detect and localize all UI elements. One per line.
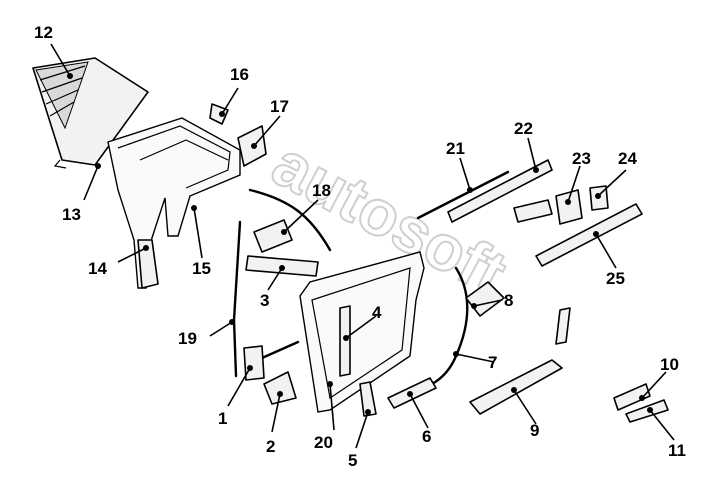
- callout-2: 2: [266, 437, 275, 456]
- callout-9: 9: [530, 421, 539, 440]
- small-trim: [359, 381, 377, 417]
- callout-18: 18: [312, 181, 331, 200]
- regulator-cable: [248, 188, 332, 252]
- outer-belt-moulding: [447, 159, 553, 223]
- callout-11: 11: [668, 441, 686, 460]
- quarter-glass: [32, 57, 149, 169]
- callout-17: 17: [270, 97, 289, 116]
- upper-hinge: [243, 345, 265, 381]
- callout-4: 4: [372, 303, 382, 322]
- callout-21: 21: [446, 139, 465, 158]
- lock-striker: [625, 399, 669, 423]
- callout-19: 19: [178, 329, 197, 348]
- callout-3: 3: [260, 291, 269, 310]
- window-frame: [107, 117, 241, 289]
- callout-10: 10: [660, 355, 679, 374]
- callout-6: 6: [422, 427, 431, 446]
- callout-7: 7: [488, 353, 497, 372]
- belt-strip: [416, 170, 510, 220]
- callout-24: 24: [618, 149, 637, 168]
- callout-23: 23: [572, 149, 591, 168]
- callout-20: 20: [314, 433, 333, 452]
- regulator-bracket: [253, 219, 293, 253]
- sill-clip: [555, 307, 571, 345]
- callout-1: 1: [218, 409, 227, 428]
- door-handle: [555, 189, 583, 225]
- lock-bracket: [613, 383, 651, 411]
- callout-14: 14: [88, 259, 107, 278]
- callout-5: 5: [348, 451, 357, 470]
- handle-plate: [513, 199, 553, 223]
- callout-12: 12: [34, 23, 53, 42]
- callout-22: 22: [514, 119, 533, 138]
- callout-13: 13: [62, 205, 81, 224]
- callout-leaders: [50, 43, 675, 449]
- door-shell: [299, 251, 425, 413]
- callout-8: 8: [504, 291, 513, 310]
- link-rod: [232, 220, 242, 378]
- sill-moulding: [469, 359, 563, 415]
- lower-hinge: [263, 371, 297, 405]
- callout-25: 25: [606, 269, 625, 288]
- callout-16: 16: [230, 65, 249, 84]
- callout-15: 15: [192, 259, 211, 278]
- lower-belt-moulding: [535, 203, 643, 267]
